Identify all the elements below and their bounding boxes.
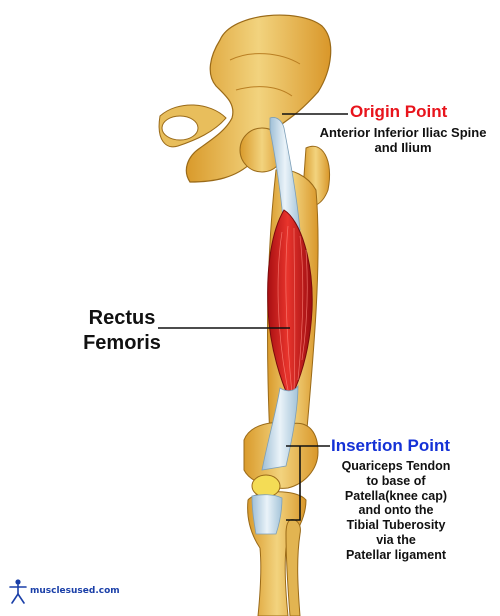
insertion-bracket (286, 446, 301, 521)
insertion-description-line: to base of (366, 473, 426, 488)
leader-lines (158, 113, 348, 521)
insertion-description: Quariceps Tendon to base of Patella(knee… (322, 459, 470, 562)
human-figure-icon (9, 579, 27, 604)
origin-description-line: and Ilium (374, 139, 432, 155)
muscle-name-line: Rectus (88, 307, 156, 329)
insertion-description-line: Tibial Tuberosity (346, 518, 446, 532)
fibula-bone (285, 519, 301, 616)
origin-description: Anterior Inferior Iliac Spine and Ilium (308, 125, 498, 156)
quadriceps-tendon (261, 384, 299, 471)
upper-tendon (269, 117, 301, 233)
insertion-description-line: via the (376, 532, 416, 547)
insertion-description-line: Patella(knee cap) (344, 488, 448, 503)
insertion-title: Insertion Point (331, 436, 450, 455)
insertion-description-line: and onto the (358, 503, 434, 518)
origin-title: Origin Point (350, 102, 448, 121)
origin-description-line: Anterior Inferior Iliac Spine (319, 125, 487, 140)
insertion-description-line: Quariceps Tendon (341, 459, 451, 473)
patella-bone (251, 474, 281, 498)
muscle-fibers (277, 225, 308, 395)
insertion-description-line: Patellar ligament (345, 547, 447, 562)
pelvis-bone (158, 14, 332, 183)
logo-text: musclesused.com (30, 586, 120, 596)
patellar-ligament (251, 494, 283, 535)
muscle-name-line: Femoris (83, 332, 161, 354)
site-logo: musclesused.com (8, 578, 120, 604)
muscle-name: Rectus Femoris (62, 306, 182, 356)
